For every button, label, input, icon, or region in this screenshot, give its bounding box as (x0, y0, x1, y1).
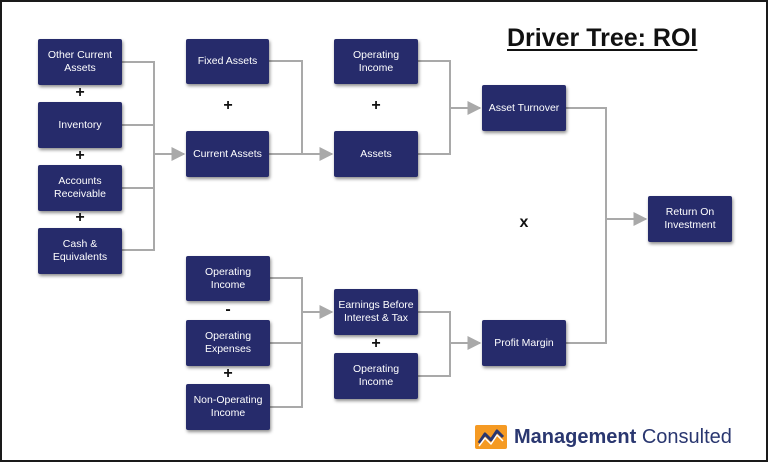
plus-operator: + (75, 84, 85, 101)
plus-operator: + (371, 97, 381, 114)
logo-brand-first: Management (514, 425, 637, 448)
plus-operator: + (371, 335, 381, 352)
minus-operator: - (225, 301, 231, 318)
node-fixed-assets: Fixed Assets (186, 39, 269, 84)
node-profit-margin: Profit Margin (482, 320, 566, 366)
node-operating-income-bottom: Operating Income (334, 353, 418, 399)
diagram-title: Driver Tree: ROI (507, 24, 698, 52)
node-asset-turnover: Asset Turnover (482, 85, 566, 131)
node-cash-equivalents: Cash & Equivalents (38, 228, 122, 274)
plus-operator: + (75, 209, 85, 226)
management-consulted-logo: Management Consulted (474, 422, 732, 452)
logo-brand-second: Consulted (641, 425, 732, 448)
node-assets: Assets (334, 131, 418, 177)
logo-wordmark: Management Consulted (514, 426, 732, 449)
multiply-operator: x (519, 214, 529, 231)
chart-logo-icon (475, 425, 507, 449)
node-current-assets: Current Assets (186, 131, 269, 177)
plus-operator: + (223, 365, 233, 382)
node-non-operating-income: Non-Operating Income (186, 384, 270, 430)
node-ebit: Earnings Before Interest & Tax (334, 289, 418, 335)
node-inventory: Inventory (38, 102, 122, 148)
node-operating-income-top: Operating Income (334, 39, 418, 84)
node-operating-income: Operating Income (186, 256, 270, 301)
node-other-current-assets: Other Current Assets (38, 39, 122, 85)
node-return-on-investment: Return On Investment (648, 196, 732, 242)
plus-operator: + (75, 147, 85, 164)
node-operating-expenses: Operating Expenses (186, 320, 270, 366)
node-accounts-receivable: Accounts Receivable (38, 165, 122, 211)
plus-operator: + (223, 97, 233, 114)
